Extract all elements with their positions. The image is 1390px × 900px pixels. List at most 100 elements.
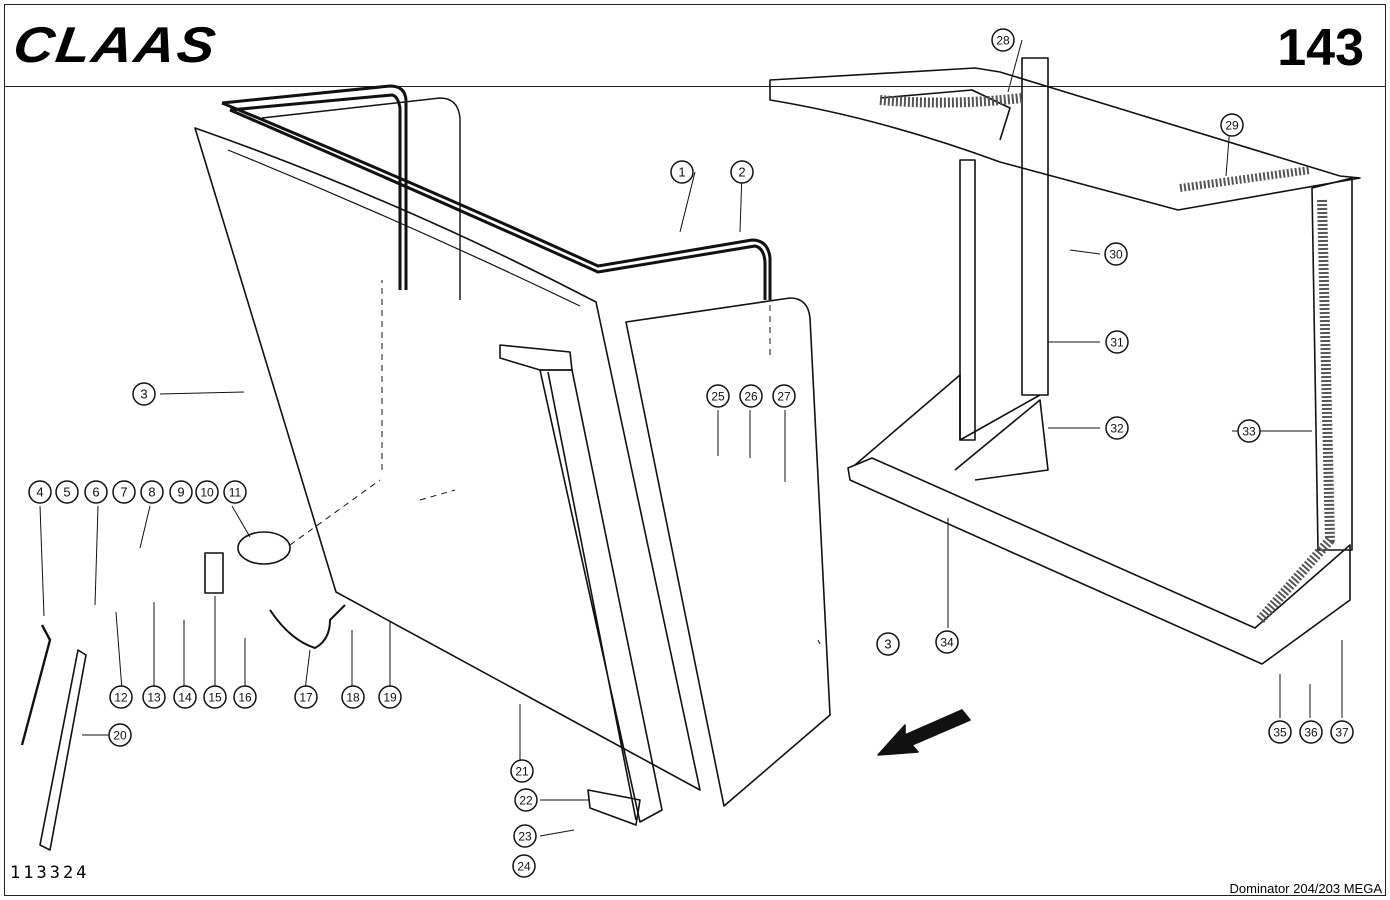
cab-frame-center-post	[1021, 57, 1049, 396]
callout-circle	[1237, 419, 1261, 443]
callout-label: 5	[63, 485, 70, 500]
callout-label: 15	[208, 691, 222, 705]
callout-label: 21	[515, 765, 529, 779]
callout-label: 6	[92, 485, 99, 500]
callout-10: 10	[195, 480, 219, 504]
callout-circle	[132, 382, 156, 406]
callout-25: 25	[706, 384, 730, 408]
callout-circle	[1105, 330, 1129, 354]
callout-label: 37	[1335, 726, 1349, 740]
wiper-arm	[20, 624, 52, 746]
callout-label: 36	[1304, 726, 1318, 740]
callout-29: 29	[1220, 113, 1244, 137]
cab-frame-top-beam	[769, 67, 1361, 211]
callout-31: 31	[1105, 330, 1129, 354]
callout-37: 37	[1330, 720, 1354, 744]
callout-28: 28	[991, 28, 1015, 52]
callout-label: 25	[711, 390, 725, 404]
callout-label: 7	[120, 485, 127, 500]
callout-24: 24	[512, 854, 536, 878]
callout-label: 3	[140, 387, 147, 402]
callout-circle	[112, 480, 136, 504]
callout-12: 12	[109, 685, 133, 709]
callout-34: 34	[935, 630, 959, 654]
callout-circle	[706, 384, 730, 408]
callout-3: 3	[876, 632, 900, 656]
callout-label: 16	[238, 691, 252, 705]
callout-circle	[233, 685, 257, 709]
cab-frame-left-brace	[854, 374, 1049, 481]
rear-seal-strip-top	[879, 93, 1023, 108]
callout-circle	[169, 480, 193, 504]
callout-8: 8	[140, 480, 164, 504]
callout-label: 26	[744, 390, 758, 404]
callout-circle	[513, 824, 537, 848]
callout-circle	[223, 480, 247, 504]
rear-seal-strip-right	[1256, 199, 1335, 624]
cab-frame-left-post	[959, 159, 976, 441]
callout-13: 13	[142, 685, 166, 709]
callout-circle	[876, 632, 900, 656]
callout-label: 32	[1110, 422, 1124, 436]
callout-circle	[1268, 720, 1292, 744]
cab-frame-top-inner	[879, 89, 1011, 141]
callout-label: 17	[299, 691, 313, 705]
callout-11: 11	[223, 480, 247, 504]
callout-15: 15	[203, 685, 227, 709]
callout-label: 3	[884, 637, 891, 652]
callout-label: 20	[113, 729, 127, 743]
callout-35: 35	[1268, 720, 1292, 744]
callout-circle	[108, 723, 132, 747]
callout-circle	[203, 685, 227, 709]
callout-circle	[514, 788, 538, 812]
rear-glass-pane	[261, 97, 461, 300]
callout-circle	[109, 685, 133, 709]
callout-circle	[142, 685, 166, 709]
callout-circle	[55, 480, 79, 504]
callout-22: 22	[514, 788, 538, 812]
callout-label: 8	[148, 485, 155, 500]
callout-33: 33	[1237, 419, 1261, 443]
callout-circle	[991, 28, 1015, 52]
callout-label: 30	[1109, 248, 1123, 262]
callout-label: 35	[1273, 726, 1287, 740]
callout-label: 1	[678, 165, 685, 180]
callout-6: 6	[84, 480, 108, 504]
door-glass-pane	[625, 297, 831, 807]
callout-label: 18	[346, 691, 360, 705]
callout-circle	[670, 160, 694, 184]
callout-3: 3	[132, 382, 156, 406]
callout-label: 29	[1225, 119, 1239, 133]
callout-36: 36	[1299, 720, 1323, 744]
callout-label: 10	[200, 486, 214, 500]
callout-17: 17	[294, 685, 318, 709]
callout-32: 32	[1105, 416, 1129, 440]
callout-circle	[1299, 720, 1323, 744]
callout-label: 2	[738, 165, 745, 180]
windscreen-inner-edge	[227, 149, 581, 307]
cab-frame-bottom-beam	[847, 457, 1351, 665]
callout-label: 19	[383, 691, 397, 705]
callout-circle	[378, 685, 402, 709]
callout-20: 20	[108, 723, 132, 747]
callout-30: 30	[1104, 242, 1128, 266]
callout-label: 23	[518, 830, 532, 844]
wiper-motor	[237, 531, 291, 565]
callout-1: 1	[670, 160, 694, 184]
door-post-bottom-bracket	[587, 789, 641, 826]
callout-circle	[935, 630, 959, 654]
callout-circle	[730, 160, 754, 184]
callout-circle	[341, 685, 365, 709]
page-number: 143	[1277, 19, 1364, 77]
callout-label: 31	[1110, 336, 1124, 350]
callout-circle	[195, 480, 219, 504]
windscreen-pane	[194, 127, 701, 791]
callout-circle	[28, 480, 52, 504]
callout-label: 24	[517, 860, 531, 874]
callout-5: 5	[55, 480, 79, 504]
seal-strip-29	[1179, 166, 1311, 192]
callout-23: 23	[513, 824, 537, 848]
callout-label: 34	[940, 636, 954, 650]
callout-label: 11	[229, 486, 242, 500]
